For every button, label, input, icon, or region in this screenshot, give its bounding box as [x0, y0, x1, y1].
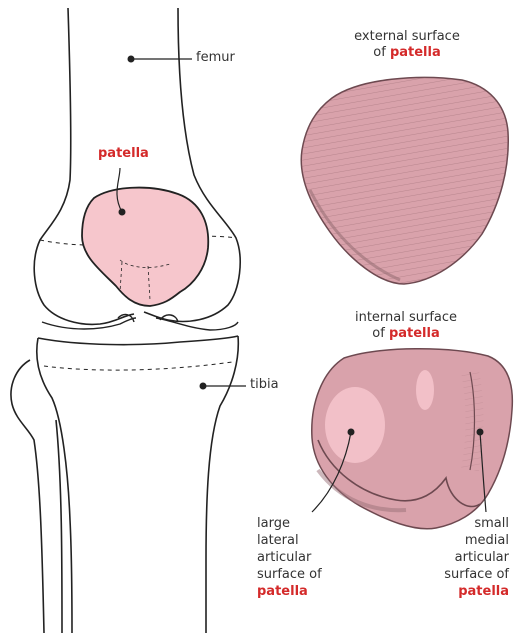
- patella-front: [82, 188, 208, 306]
- label-internal-term: patella: [389, 326, 440, 341]
- patella-internal-surface: [312, 349, 513, 529]
- label-tibia: tibia: [250, 377, 279, 393]
- label-external-surface: external surface of patella: [338, 29, 476, 62]
- label-large-lateral-line2: lateral: [257, 533, 322, 550]
- label-small-medial-line3: articular: [418, 550, 509, 567]
- label-external-line1: external surface: [338, 29, 476, 45]
- label-small-medial: small medial articular surface of patell…: [418, 516, 509, 600]
- patella-external-surface: [301, 77, 508, 284]
- label-small-medial-line1: small: [418, 516, 509, 533]
- label-large-lateral-line1: large: [257, 516, 322, 533]
- label-large-lateral-line3: articular: [257, 550, 322, 567]
- femur-leader: [128, 56, 193, 63]
- label-internal-prefix: of: [372, 326, 385, 341]
- label-small-medial-line2: medial: [418, 533, 509, 550]
- label-internal-line2: of patella: [340, 326, 472, 342]
- label-large-lateral: large lateral articular surface of patel…: [257, 516, 322, 600]
- label-external-prefix: of: [373, 45, 386, 60]
- label-internal-line1: internal surface: [340, 310, 472, 326]
- label-external-line2: of patella: [338, 45, 476, 61]
- label-small-medial-line4: surface of: [418, 567, 509, 584]
- label-large-lateral-line4: surface of: [257, 567, 322, 584]
- tibia-bone: [37, 336, 239, 633]
- fibula-bone: [11, 360, 62, 633]
- tibia-leader: [200, 383, 247, 390]
- label-internal-surface: internal surface of patella: [340, 310, 472, 343]
- label-patella: patella: [98, 146, 149, 162]
- label-external-term: patella: [390, 45, 441, 60]
- label-large-lateral-term: patella: [257, 584, 322, 601]
- label-small-medial-term: patella: [418, 584, 509, 601]
- label-femur: femur: [196, 50, 235, 66]
